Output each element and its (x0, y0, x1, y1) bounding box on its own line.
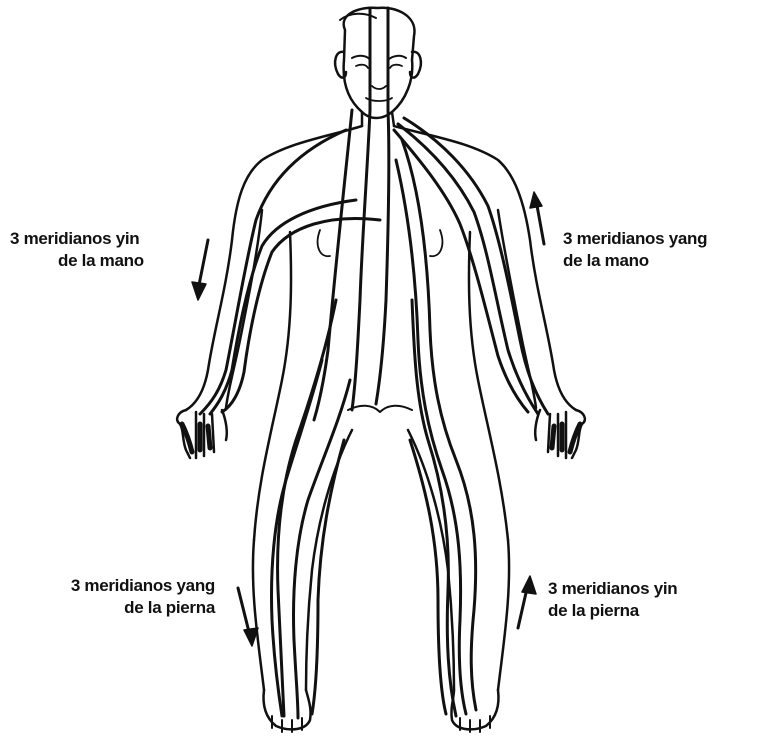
arrow-yin-leg (518, 576, 536, 628)
left-foot (264, 690, 311, 732)
label-yin-leg: 3 meridianos yin de la pierna (548, 578, 748, 622)
label-yang-hand: 3 meridianos yang de la mano (563, 228, 758, 272)
right-hand (535, 410, 585, 458)
body-outline (186, 126, 576, 690)
label-yang-hand-line2: de la mano (563, 250, 758, 272)
label-yin-hand-line1: 3 meridianos yin (10, 228, 180, 250)
label-yin-leg-line1: 3 meridianos yin (548, 578, 748, 600)
label-yin-leg-line2: de la pierna (548, 600, 748, 622)
arrow-yin-hand (192, 240, 208, 300)
left-hand (177, 410, 227, 458)
label-yin-hand-line2: de la mano (10, 250, 180, 272)
meridian-lines (200, 8, 548, 718)
label-yang-hand-line1: 3 meridianos yang (563, 228, 758, 250)
arrow-yang-hand (530, 192, 544, 244)
label-yang-leg-line2: de la pierna (10, 597, 215, 619)
label-yang-leg-line1: 3 meridianos yang (10, 575, 215, 597)
head (335, 8, 421, 126)
label-yang-leg: 3 meridianos yang de la pierna (10, 575, 215, 619)
label-yin-hand: 3 meridianos yin de la mano (10, 228, 180, 272)
